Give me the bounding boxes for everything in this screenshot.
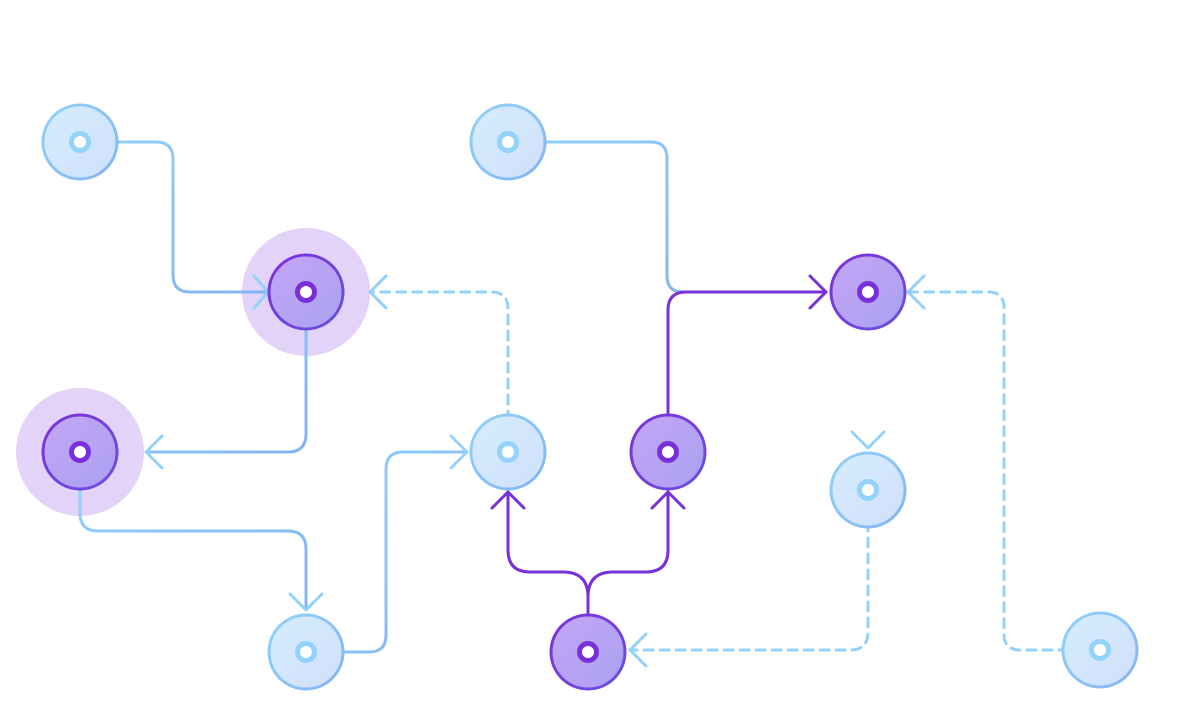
edge-line [506, 490, 590, 654]
arrowhead-icon [808, 274, 828, 310]
arrowhead-icon [449, 434, 469, 470]
arrowhead-icon [628, 632, 648, 668]
arrowhead-icon [850, 430, 886, 450]
edge-line [906, 290, 1102, 652]
node-n7[interactable] [629, 413, 707, 491]
arrowhead-icon [368, 274, 388, 310]
edge-line [78, 450, 308, 612]
node-n8[interactable] [829, 451, 907, 529]
edge-line [506, 140, 690, 294]
node-port-icon [295, 281, 317, 303]
edge-n2-to-n4 [506, 140, 690, 294]
node-n11[interactable] [1061, 611, 1139, 689]
edge-n5-to-n9 [78, 450, 324, 612]
edge-line [146, 290, 308, 454]
node-port-icon [295, 641, 317, 663]
node-port-icon [657, 441, 679, 463]
edge-line [370, 290, 510, 454]
arrowhead-icon [906, 274, 926, 310]
node-n4[interactable] [829, 253, 907, 331]
edge-line [78, 140, 268, 294]
edge-n10-to-n6 [490, 490, 590, 654]
node-n6[interactable] [469, 413, 547, 491]
edge-line [586, 490, 670, 654]
arrowhead-icon [144, 434, 164, 470]
edge-n7-to-n4 [666, 274, 828, 454]
node-port-icon [497, 441, 519, 463]
edge-line [304, 450, 469, 654]
arrowhead-icon [490, 490, 526, 510]
node-n5[interactable] [41, 413, 119, 491]
edge-n6-to-n3 [368, 274, 510, 454]
node-port-icon [69, 131, 91, 153]
arrowhead-icon [288, 592, 324, 612]
node-n9[interactable] [267, 613, 345, 691]
node-port-icon [497, 131, 519, 153]
node-n3[interactable] [267, 253, 345, 331]
node-port-icon [857, 479, 879, 501]
edge-line [666, 290, 828, 454]
edge-n9-to-n6 [304, 434, 469, 654]
edges [78, 140, 1102, 668]
edge-n11-to-n4 [906, 274, 1102, 652]
node-n1[interactable] [41, 103, 119, 181]
node-n2[interactable] [469, 103, 547, 181]
edge-n3-to-n5 [144, 290, 308, 470]
node-port-icon [577, 641, 599, 663]
node-n10[interactable] [549, 613, 627, 691]
node-port-icon [857, 281, 879, 303]
edge-n10-to-n7 [586, 490, 686, 654]
nodes [41, 103, 1139, 691]
node-port-icon [69, 441, 91, 463]
edge-line [628, 488, 870, 652]
edge-n8-to-n10 [628, 488, 870, 668]
node-port-icon [1089, 639, 1111, 661]
arrowhead-icon [650, 490, 686, 510]
